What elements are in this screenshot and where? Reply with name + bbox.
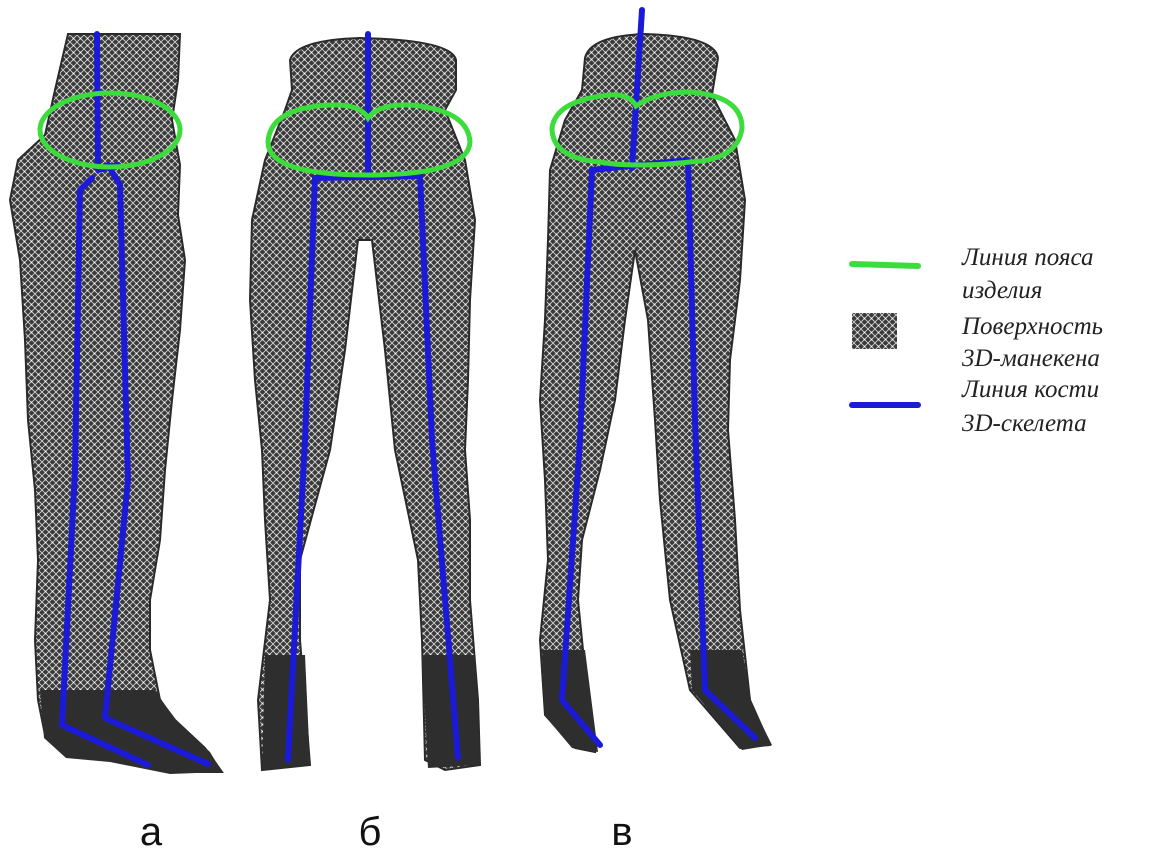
panel-c-label: в: [611, 810, 632, 849]
mesh-swatch-icon: [852, 313, 897, 349]
legend-surface-line1: Поверхность: [961, 313, 1103, 340]
legend: Линия пояса изделия Поверхность 3D-манек…: [852, 244, 1103, 437]
legend-item-surface: Поверхность 3D-манекена: [852, 313, 1103, 372]
green-line-icon: [852, 264, 918, 266]
panel-a-mannequin: [10, 34, 222, 774]
legend-bone-line2: 3D-скелета: [961, 410, 1087, 437]
panel-c-mannequin: [540, 10, 772, 752]
panel-a-body-surface: [10, 34, 222, 772]
panel-b-label: б: [359, 810, 382, 849]
panel-b-mannequin: [250, 34, 480, 770]
legend-waist-line1: Линия пояса: [961, 244, 1093, 271]
legend-item-waist: Линия пояса изделия: [852, 244, 1093, 304]
legend-waist-line2: изделия: [962, 277, 1042, 304]
legend-surface-line2: 3D-манекена: [961, 345, 1100, 372]
legend-bone-line1: Линия кости: [961, 376, 1099, 403]
legend-item-bone: Линия кости 3D-скелета: [852, 376, 1099, 437]
panel-a-label: а: [140, 810, 163, 849]
